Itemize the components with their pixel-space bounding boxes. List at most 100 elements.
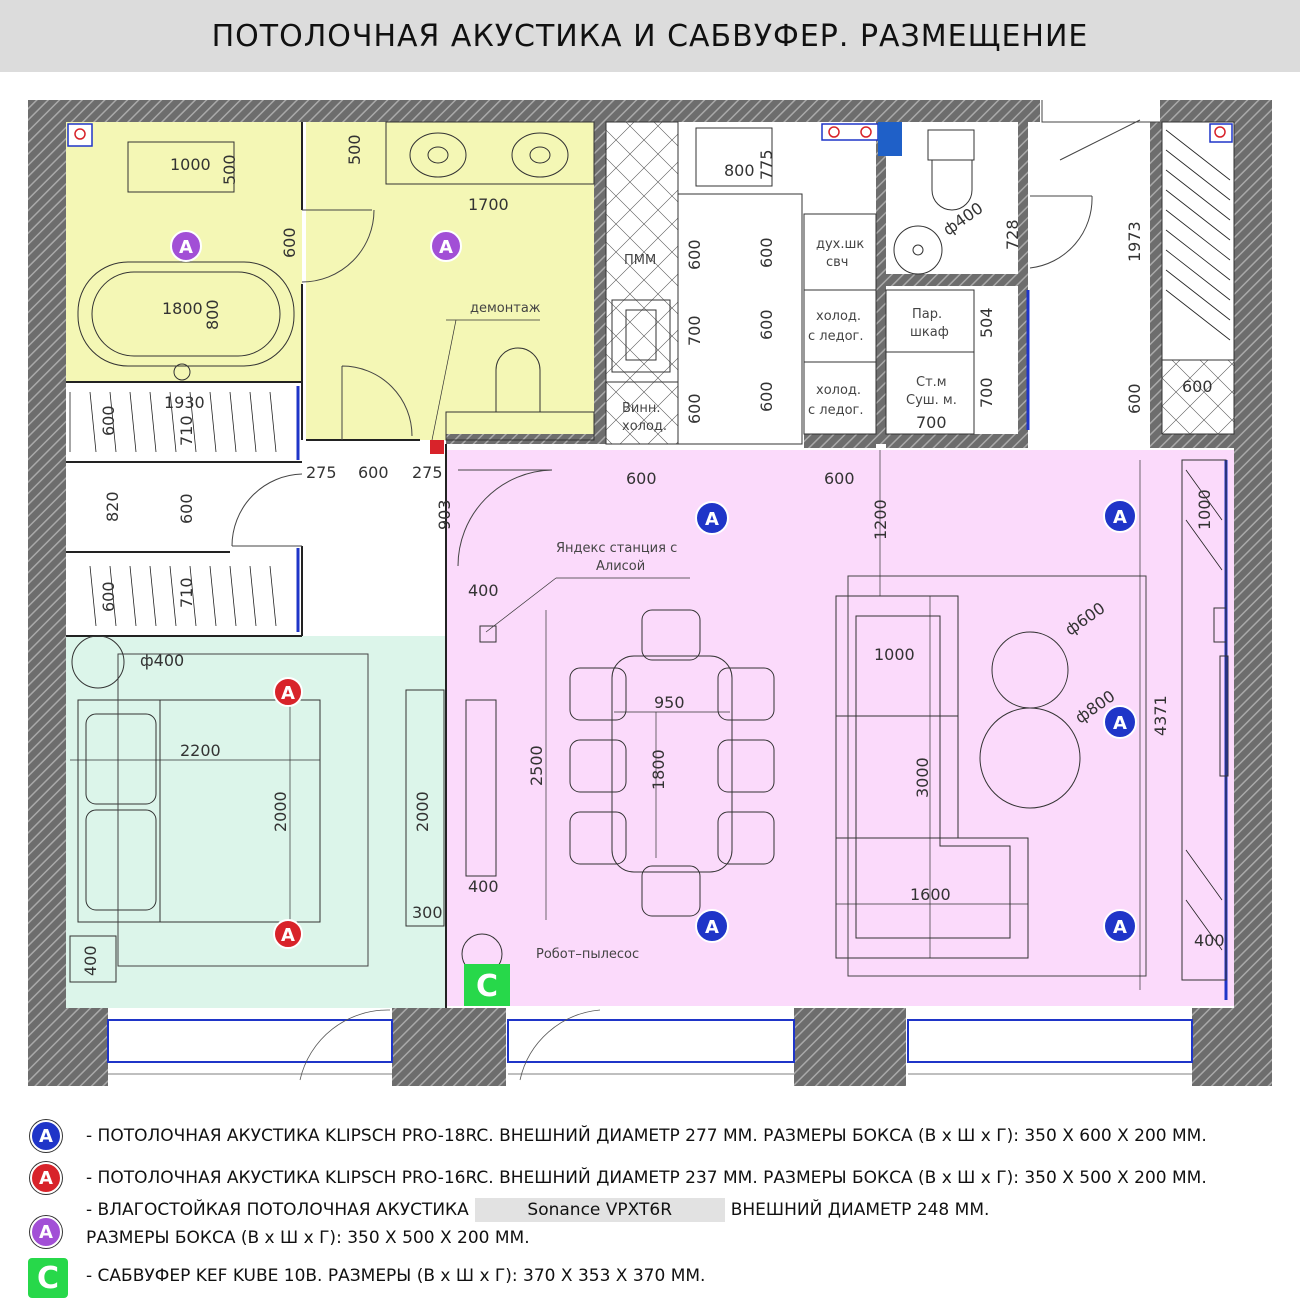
dim-label: 950 bbox=[654, 693, 685, 712]
dim-label: 3000 bbox=[913, 757, 932, 798]
dim-label: 1600 bbox=[910, 885, 951, 904]
label-dishwasher: ПММ bbox=[624, 253, 656, 268]
label-wash-1: Ст.м bbox=[916, 375, 947, 390]
dim-label: 600 bbox=[685, 393, 704, 424]
dim-label: 600 bbox=[685, 239, 704, 270]
label-fridge-1b: с ледог. bbox=[808, 329, 864, 344]
speaker-letter: A bbox=[179, 237, 193, 258]
speaker-letter: A bbox=[1113, 507, 1127, 528]
dim-label: 2000 bbox=[271, 791, 290, 832]
bedroom-floor bbox=[66, 636, 446, 1008]
dim-label: 2000 bbox=[413, 791, 432, 832]
label-robot: Робот–пылесос bbox=[536, 947, 639, 962]
legend-badge-purple: A bbox=[30, 1216, 62, 1248]
dimension-labels: 1000 500 500 1700 600 1800 800 800 775 1… bbox=[81, 134, 1225, 976]
bedroom-rug bbox=[117, 653, 369, 967]
dim-label: 600 bbox=[824, 469, 855, 488]
speaker-letter: A bbox=[1113, 713, 1127, 734]
bed bbox=[77, 699, 321, 923]
dim-label: 800 bbox=[724, 161, 755, 180]
dim-label: 400 bbox=[468, 877, 499, 896]
legend-purple-model: Sonance VPXT6R bbox=[474, 1198, 725, 1222]
speaker-purple-2: A bbox=[430, 230, 462, 262]
dim-label: 1700 bbox=[468, 195, 509, 214]
label-fridge-2b: с ледог. bbox=[808, 403, 864, 418]
dim-label: 1930 bbox=[164, 393, 205, 412]
speaker-letter: A bbox=[439, 237, 453, 258]
dining-set bbox=[569, 609, 775, 917]
toilet-1 bbox=[445, 347, 595, 441]
dim-label: 500 bbox=[220, 154, 239, 185]
label-oven-2: свч bbox=[826, 255, 849, 270]
legend-row-green: C - САБВУФЕР KEF KUBE 10B. РАЗМЕРЫ (В x … bbox=[0, 1258, 1300, 1302]
speaker-blue-2: A bbox=[1103, 499, 1137, 533]
legend-row-blue: A - ПОТОЛОЧНАЯ АКУСТИКА KLIPSCH PRO-18RC… bbox=[0, 1120, 1300, 1154]
dim-label: 710 bbox=[177, 415, 196, 446]
legend-text-red: - ПОТОЛОЧНАЯ АКУСТИКА KLIPSCH PRO-16RC. … bbox=[86, 1168, 1207, 1188]
dim-label: 600 bbox=[358, 463, 389, 482]
coffee-table-large bbox=[979, 707, 1081, 809]
dim-label: 275 bbox=[306, 463, 337, 482]
living-room-floor bbox=[446, 450, 1234, 1006]
label-yandex: Яндекс станция с bbox=[556, 541, 677, 556]
bathroom-2-floor bbox=[306, 122, 594, 440]
double-sink bbox=[385, 121, 595, 185]
room-labels: демонтаж Яндекс станция с Алисой Робот–п… bbox=[470, 237, 957, 962]
speaker-letter: A bbox=[281, 683, 295, 704]
partitions bbox=[66, 122, 447, 1008]
dim-label: 400 bbox=[81, 945, 100, 976]
speaker-blue-1: A bbox=[695, 501, 729, 535]
header-bar: ПОТОЛОЧНАЯ АКУСТИКА И САБВУФЕР. РАЗМЕЩЕН… bbox=[0, 0, 1300, 72]
dim-label: 2500 bbox=[527, 745, 546, 786]
subwoofer-marker: C bbox=[464, 964, 510, 1006]
dim-label: 775 bbox=[757, 149, 776, 180]
tv-console bbox=[465, 699, 497, 877]
dim-label: 300 bbox=[412, 903, 443, 922]
legend-text-green: - САБВУФЕР KEF KUBE 10B. РАЗМЕРЫ (В x Ш … bbox=[86, 1266, 706, 1286]
label-wash-2: Суш. м. bbox=[906, 393, 957, 408]
label-steam-1: Пар. bbox=[912, 307, 942, 322]
dim-label: 1000 bbox=[1195, 489, 1214, 530]
legend-text-purple-line2: РАЗМЕРЫ БОКСА (В x Ш x Г): 350 Х 500 Х 2… bbox=[86, 1228, 530, 1248]
dim-label: 700 bbox=[916, 413, 947, 432]
dim-label: 600 bbox=[757, 309, 776, 340]
living-rug bbox=[847, 575, 1147, 977]
dim-label: ф400 bbox=[140, 651, 184, 670]
label-steam-2: шкаф bbox=[910, 325, 949, 340]
dim-label: 600 bbox=[1182, 377, 1213, 396]
yandex-station bbox=[479, 625, 497, 643]
legend-badge-green: C bbox=[28, 1258, 68, 1298]
dim-label: 600 bbox=[1125, 383, 1144, 414]
sofa bbox=[835, 595, 1029, 959]
dim-label: 800 bbox=[203, 299, 222, 330]
speaker-letter: A bbox=[705, 917, 719, 938]
bedroom-table bbox=[71, 635, 125, 689]
label-fridge-2a: холод. bbox=[816, 383, 861, 398]
speaker-letter: A bbox=[705, 509, 719, 530]
dim-label: 710 bbox=[177, 577, 196, 608]
kitchen-cabinets bbox=[605, 121, 1235, 981]
speaker-blue-5: A bbox=[1103, 909, 1137, 943]
speaker-letter: A bbox=[281, 925, 295, 946]
label-fridge-1a: холод. bbox=[816, 309, 861, 324]
dim-label: 700 bbox=[685, 315, 704, 346]
legend-purple-after: ВНЕШНИЙ ДИАМЕТР 248 ММ. bbox=[730, 1200, 990, 1220]
dim-label: 700 bbox=[977, 377, 996, 408]
dim-label: ф400 bbox=[939, 198, 986, 239]
dim-label: 400 bbox=[1194, 931, 1225, 950]
dim-label: 728 bbox=[1003, 219, 1022, 250]
dim-label: 600 bbox=[99, 405, 118, 436]
speaker-purple-1: A bbox=[170, 230, 202, 262]
dim-label: 275 bbox=[412, 463, 443, 482]
label-demontage: демонтаж bbox=[470, 301, 541, 316]
legend: A - ПОТОЛОЧНАЯ АКУСТИКА KLIPSCH PRO-18RC… bbox=[0, 1110, 1300, 1309]
dim-label: 600 bbox=[757, 237, 776, 268]
doors bbox=[231, 100, 1160, 567]
speaker-red-2: A bbox=[273, 919, 303, 949]
dim-label: 1973 bbox=[1125, 221, 1144, 262]
floor-plan: 1000 500 500 1700 600 1800 800 800 775 1… bbox=[28, 100, 1272, 1086]
dim-label: 903 bbox=[435, 499, 454, 530]
label-wine-2: холод. bbox=[622, 419, 667, 434]
dim-label: 1000 bbox=[170, 155, 211, 174]
